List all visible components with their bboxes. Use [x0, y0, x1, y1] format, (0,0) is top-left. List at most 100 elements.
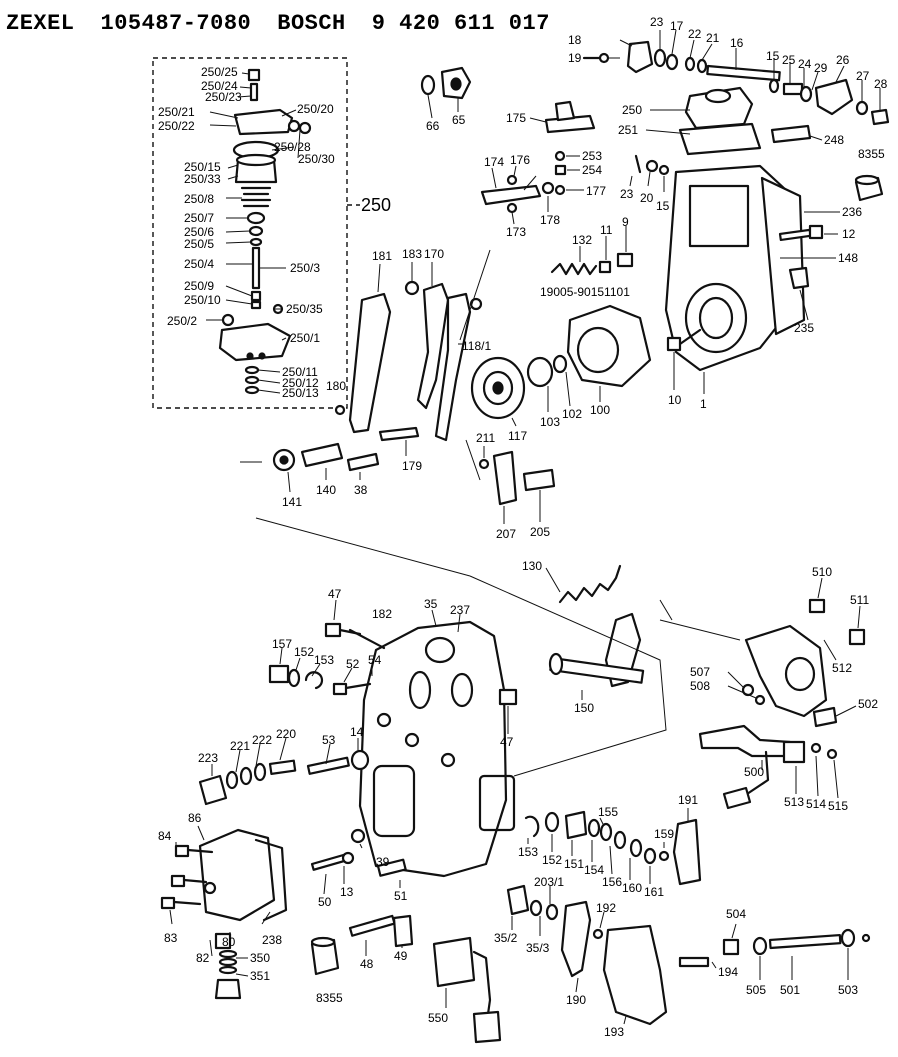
part-170-lever — [416, 282, 450, 410]
label-205: 205 — [530, 525, 550, 539]
label-250-2: 250/2 — [167, 314, 197, 328]
part-80-cover — [198, 828, 276, 922]
label-50: 50 — [318, 895, 332, 909]
label-8355-top: 8355 — [858, 147, 885, 161]
part-50-bolt — [310, 853, 348, 871]
part-16-shaft — [706, 64, 781, 82]
label-118-1: 118/1 — [462, 339, 491, 353]
label-250-35: 250/35 — [286, 302, 323, 316]
label-550: 550 — [428, 1011, 448, 1025]
diagram-header: ZEXEL 105487-7080 BOSCH 9 420 611 017 — [6, 6, 550, 40]
label-250-6: 250/6 — [184, 225, 214, 239]
label-203-1: 203/1 — [534, 875, 564, 889]
label-510: 510 — [812, 565, 832, 579]
label-117: 117 — [508, 429, 527, 443]
label-177: 177 — [586, 184, 606, 198]
label-13: 13 — [340, 885, 354, 899]
label-251: 251 — [618, 123, 638, 137]
part-250-8-spring — [240, 186, 272, 208]
label-52: 52 — [346, 657, 360, 671]
label-25: 25 — [782, 53, 796, 67]
label-502: 502 — [858, 697, 878, 711]
label-173: 173 — [506, 225, 526, 239]
label-250-8: 250/8 — [184, 192, 214, 206]
label-250-4: 250/4 — [184, 257, 214, 271]
label-28: 28 — [874, 77, 888, 91]
label-39: 39 — [376, 855, 390, 869]
part-10-bolt — [666, 336, 682, 352]
label-23-mid: 23 — [620, 187, 634, 201]
part-130-spring — [558, 564, 622, 604]
label-176: 176 — [510, 153, 530, 167]
part-207-bracket — [492, 450, 518, 506]
part-250-1-body — [218, 322, 292, 362]
label-250-13: 250/13 — [282, 386, 319, 400]
part-248-bracket — [770, 124, 812, 144]
part-35-2-valve — [506, 884, 530, 916]
label-192: 192 — [596, 901, 616, 915]
part-500-sensor-bracket — [698, 724, 792, 758]
label-161: 161 — [644, 885, 664, 899]
label-253: 253 — [582, 149, 602, 163]
label-8355-bottom: 8355 — [316, 991, 343, 1005]
label-155: 155 — [598, 805, 618, 819]
label-17: 17 — [670, 19, 684, 33]
label-235: 235 — [794, 321, 814, 335]
label-250-3: 250/3 — [290, 261, 320, 275]
label-48: 48 — [360, 957, 374, 971]
label-141: 141 — [282, 495, 302, 509]
label-250-1: 250/1 — [290, 331, 320, 345]
label-9: 9 — [622, 215, 629, 229]
label-152-upper: 152 — [294, 645, 314, 659]
label-65: 65 — [452, 113, 466, 127]
label-250-30: 250/30 — [298, 152, 335, 166]
label-250-28: 250/28 — [274, 140, 311, 154]
label-250-11: 250/11 — [282, 365, 318, 379]
label-102: 102 — [562, 407, 582, 421]
label-250-15: 250/15 — [184, 160, 221, 174]
part-66-washer — [420, 74, 436, 96]
label-29: 29 — [814, 61, 828, 75]
label-130: 130 — [522, 559, 542, 573]
detail-box-250: 250/25 250/24 250/23 250/20 250/21 250/2… — [152, 57, 391, 409]
label-250-24: 250/24 — [201, 79, 238, 93]
label-47-right: 47 — [500, 735, 514, 749]
label-152-lower: 152 — [542, 853, 562, 867]
label-1: 1 — [700, 397, 707, 411]
label-27: 27 — [856, 69, 870, 83]
label-513: 513 — [784, 795, 804, 809]
label-174: 174 — [484, 155, 504, 169]
label-250-12: 250/12 — [282, 376, 319, 390]
label-26: 26 — [836, 53, 850, 67]
label-19: 19 — [568, 51, 582, 65]
label-100: 100 — [590, 403, 610, 417]
label-181: 181 — [372, 249, 392, 263]
label-66: 66 — [426, 119, 440, 133]
label-11: 11 — [600, 223, 613, 237]
label-351: 351 — [250, 969, 270, 983]
label-14: 14 — [350, 725, 364, 739]
label-80: 80 — [222, 935, 236, 949]
label-12: 12 — [842, 227, 856, 241]
label-35: 35 — [424, 597, 438, 611]
label-83: 83 — [164, 931, 178, 945]
label-250-group: 250 — [361, 195, 391, 215]
label-222: 222 — [252, 733, 272, 747]
part-250-20-housing — [233, 108, 294, 136]
label-250-33: 250/33 — [184, 172, 221, 186]
label-21: 21 — [706, 31, 720, 45]
label-156: 156 — [602, 875, 622, 889]
label-49: 49 — [394, 949, 408, 963]
part-1-governor-housing — [664, 164, 792, 372]
label-508: 508 — [690, 679, 710, 693]
part-511-bolt — [848, 628, 866, 646]
part-205-pin — [522, 468, 556, 492]
label-38: 38 — [354, 483, 368, 497]
label-22: 22 — [688, 27, 702, 41]
label-236: 236 — [842, 205, 862, 219]
label-237: 237 — [450, 603, 470, 617]
label-248: 248 — [824, 133, 844, 147]
label-15-mid: 15 — [656, 199, 670, 213]
label-140: 140 — [316, 483, 336, 497]
